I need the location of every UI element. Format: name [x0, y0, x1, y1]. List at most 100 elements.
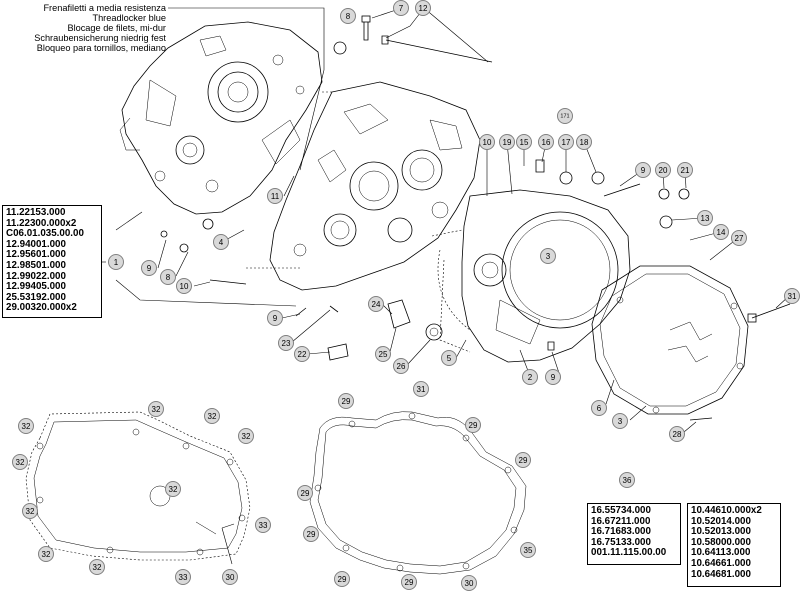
part-number: 10.52014.000 [691, 515, 751, 527]
threadlocker-note-line: Blocage de filets, mi-dur [67, 23, 166, 33]
callout-number: 20 [659, 166, 668, 175]
callout-balloon: 8 [160, 269, 176, 285]
callout-circle [576, 134, 592, 150]
callout-circle [338, 393, 354, 409]
callout-circle [393, 0, 409, 16]
callout-balloon: 32 [18, 418, 34, 434]
callout-number: 11 [271, 192, 280, 201]
callout-circle [222, 569, 238, 585]
callout-circle [713, 224, 729, 240]
part-number: 29.00320.000x2 [6, 302, 77, 314]
callout-circle [612, 413, 628, 429]
callout-circle [238, 428, 254, 444]
callout-circle [38, 546, 54, 562]
part-number: 16.55734.000 [591, 505, 651, 516]
callout-number: 32 [93, 563, 102, 572]
outer-clutch-cover [591, 265, 749, 415]
part-number: 16.71683.000 [591, 526, 651, 538]
callout-number: 29 [342, 397, 351, 406]
callout-balloon: 13 [697, 210, 713, 226]
callout-circle [89, 559, 105, 575]
callout-balloon: 32 [38, 546, 54, 562]
callout-circle [294, 346, 310, 362]
callout-circle [12, 454, 28, 470]
callout-number: 5 [447, 354, 452, 363]
part-number: 12.99405.000 [6, 281, 66, 293]
callout-balloon: 29 [401, 574, 417, 590]
callout-circle [522, 369, 538, 385]
callout-balloon: 3 [540, 248, 556, 264]
callout-number: 12 [419, 4, 428, 13]
threadlocker-note: Frenafiletti a media resistenza Threadlo… [6, 3, 166, 53]
callout-balloon: 10 [176, 278, 192, 294]
callout-balloon: 32 [12, 454, 28, 470]
callout-circle [108, 254, 124, 270]
callout-circle [655, 162, 671, 178]
part-number: 10.64113.000 [691, 547, 751, 559]
callout-balloon: 8 [340, 8, 356, 24]
callout-number: 33 [179, 573, 188, 582]
callout-number: 29 [519, 456, 528, 465]
callout-balloon: 30 [222, 569, 238, 585]
callout-circle [18, 418, 34, 434]
callout-balloon: 9 [635, 162, 651, 178]
callout-circle [545, 369, 561, 385]
callout-circle [635, 162, 651, 178]
callout-number: 25 [379, 350, 388, 359]
callout-circle [340, 8, 356, 24]
callout-number: 10 [483, 138, 492, 147]
callout-number: 32 [152, 405, 161, 414]
callout-circle [303, 526, 319, 542]
callout-number: 14 [717, 228, 726, 237]
callout-circle [278, 335, 294, 351]
callout-balloon: 32 [89, 559, 105, 575]
callout-number: 29 [301, 489, 310, 498]
callout-number: 29 [307, 530, 316, 539]
threadlocker-note-line: Frenafiletti a media resistenza [43, 3, 166, 13]
threadlocker-note-line: Bloqueo para tornillos, mediano [36, 43, 166, 53]
callout-balloon: 9 [141, 260, 157, 276]
callout-number: 27 [735, 234, 744, 243]
callout-number: 17 [562, 138, 571, 147]
callout-circle [515, 452, 531, 468]
part-number: 10.44610.000x2 [691, 505, 762, 516]
callout-balloon: 35 [520, 542, 536, 558]
callout-number: 6 [597, 404, 602, 413]
callout-circle [165, 481, 181, 497]
callout-balloon: 9 [545, 369, 561, 385]
part-number: 11.22300.000x2 [6, 217, 77, 229]
callout-balloon: 29 [297, 485, 313, 501]
callout-balloon: 28 [669, 426, 685, 442]
callout-circle [731, 230, 747, 246]
callout-number: 4 [219, 238, 224, 247]
callout-number: 23 [282, 339, 291, 348]
callout-circle [334, 571, 350, 587]
callout-balloon: 31 [413, 381, 429, 397]
part-number-box-1: 11.22153.000 11.22300.000x2 C06.01.035.0… [2, 205, 102, 318]
callout-balloon: 171 [557, 108, 573, 124]
callout-number: 36 [623, 476, 632, 485]
callout-circle [175, 569, 191, 585]
part-number: 12.99022.000 [6, 270, 66, 282]
callout-balloon: 15 [516, 134, 532, 150]
callout-balloon: 33 [175, 569, 191, 585]
callout-circle [538, 134, 554, 150]
part-number: 10.64661.000 [691, 557, 751, 569]
callout-circle [267, 188, 283, 204]
callout-circle [557, 108, 573, 124]
callout-balloon: 32 [148, 401, 164, 417]
callout-balloon: 32 [204, 408, 220, 424]
callout-circle [591, 400, 607, 416]
callout-number: 32 [22, 422, 31, 431]
callout-balloon: 30 [461, 575, 477, 591]
callout-balloon: 32 [22, 503, 38, 519]
callout-balloon: 32 [238, 428, 254, 444]
callout-balloon: 10 [479, 134, 495, 150]
callout-number: 33 [259, 521, 268, 530]
threadlocker-note-line: Threadlocker blue [92, 13, 166, 23]
callout-balloon: 27 [731, 230, 747, 246]
callout-number: 16 [542, 138, 551, 147]
callout-number: 32 [169, 485, 178, 494]
clutch-housing-cover [431, 189, 631, 363]
